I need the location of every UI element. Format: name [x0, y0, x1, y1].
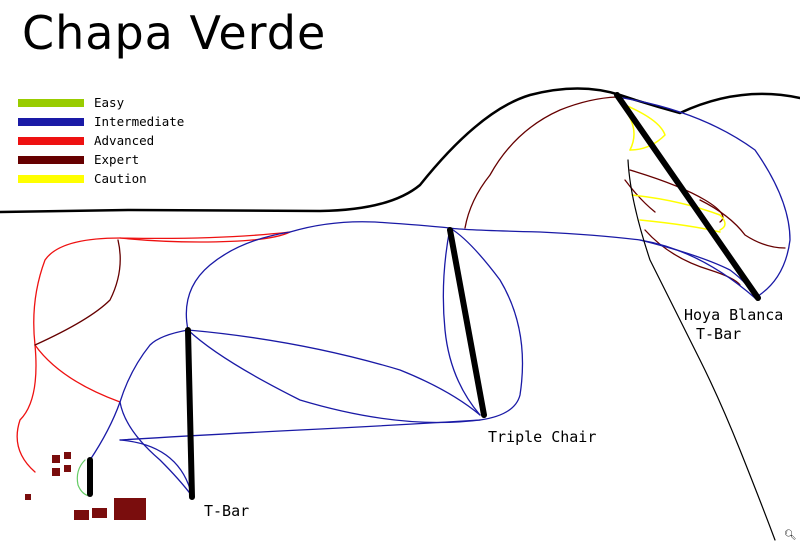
legend: Easy Intermediate Advanced Expert Cautio…	[18, 93, 184, 188]
lift-hoya-blanca	[614, 92, 761, 301]
building	[64, 465, 71, 472]
building	[25, 494, 31, 500]
lifts	[87, 92, 761, 500]
building	[52, 455, 60, 463]
legend-label-caution: Caution	[94, 171, 147, 186]
advanced-trails	[16, 231, 291, 473]
legend-swatch-expert	[18, 155, 84, 164]
legend-swatch-intermediate	[18, 117, 84, 126]
lift-triple-chair	[447, 227, 487, 418]
base-buildings	[25, 452, 146, 520]
expert-trails	[34, 96, 786, 346]
legend-label-expert: Expert	[94, 152, 140, 167]
legend-label-easy: Easy	[94, 95, 125, 110]
legend-label-intermediate: Intermediate	[94, 114, 185, 129]
hoya-blanca-label-line1: Hoya Blanca	[684, 306, 784, 324]
legend-swatch-caution	[18, 174, 84, 183]
hoya-blanca-label-line2: T-Bar	[696, 325, 742, 343]
legend-item-advanced: Advanced	[18, 131, 184, 150]
intermediate-trails	[89, 96, 791, 497]
building	[74, 510, 89, 520]
lift-t-bar	[185, 327, 195, 500]
building	[92, 508, 107, 518]
legend-item-caution: Caution	[18, 169, 184, 188]
magnifier-icon[interactable]: 🔍︎	[784, 530, 797, 541]
legend-item-easy: Easy	[18, 93, 184, 112]
map-title: Chapa Verde	[22, 6, 327, 60]
hoya-blanca-label: Hoya Blanca T-Bar	[684, 306, 783, 344]
ridge-line	[0, 87, 800, 214]
triple-chair-label: Triple Chair	[488, 428, 597, 446]
legend-label-advanced: Advanced	[94, 133, 155, 148]
legend-swatch-advanced	[18, 136, 84, 145]
legend-item-intermediate: Intermediate	[18, 112, 184, 131]
t-bar-label: T-Bar	[204, 502, 250, 520]
easy-trail	[76, 459, 91, 497]
boundary-line	[627, 159, 776, 541]
building	[64, 452, 71, 459]
legend-swatch-easy	[18, 98, 84, 107]
building	[114, 498, 146, 520]
legend-item-expert: Expert	[18, 150, 184, 169]
building	[52, 468, 60, 476]
